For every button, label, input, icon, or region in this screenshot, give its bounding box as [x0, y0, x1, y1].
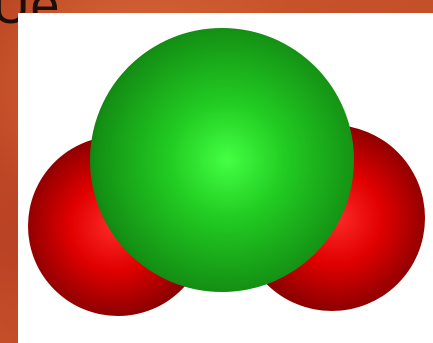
central-atom [90, 28, 354, 292]
